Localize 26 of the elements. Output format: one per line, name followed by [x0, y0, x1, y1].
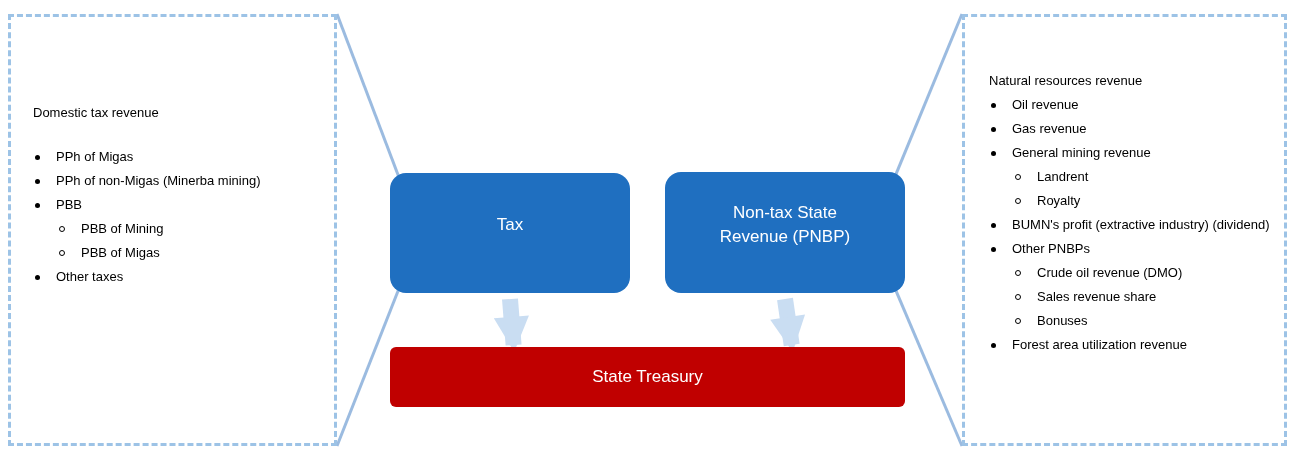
treasury-box: State Treasury — [390, 347, 905, 407]
list-item: PBB of Mining — [81, 220, 164, 238]
list-item: PPh of non-Migas (Minerba mining) — [56, 172, 261, 190]
list-item: Sales revenue share — [1037, 288, 1157, 306]
list-item: Other taxes — [56, 268, 124, 286]
list-item: Gas revenue — [1012, 120, 1087, 138]
list-item: PPh of Migas — [56, 148, 134, 166]
list-heading: Domestic tax revenue — [33, 104, 160, 122]
list-item: Bonuses — [1037, 312, 1088, 330]
connector-line — [894, 13, 964, 177]
list-item: General mining revenue — [1012, 144, 1151, 162]
list-item: BUMN's profit (extractive industry) (dividend) — [1012, 216, 1270, 234]
list-item: Royalty — [1037, 192, 1081, 210]
list-item: Other PNBPs — [1012, 240, 1091, 258]
connector-line — [894, 288, 964, 447]
list-item: Landrent — [1037, 168, 1089, 186]
dashed-panel — [8, 14, 337, 446]
list-item: Oil revenue — [1012, 96, 1079, 114]
revenue-box: Tax — [390, 173, 630, 293]
list-item: PBB — [56, 196, 82, 214]
list-item: PBB of Migas — [81, 244, 160, 262]
list-item: Crude oil revenue (DMO) — [1037, 264, 1183, 282]
dashed-panel — [962, 14, 1287, 446]
list-heading: Natural resources revenue — [989, 72, 1144, 90]
revenue-box: Non-tax State Revenue (PNBP) — [665, 172, 905, 293]
list-item: Forest area utilization revenue — [1012, 336, 1187, 354]
